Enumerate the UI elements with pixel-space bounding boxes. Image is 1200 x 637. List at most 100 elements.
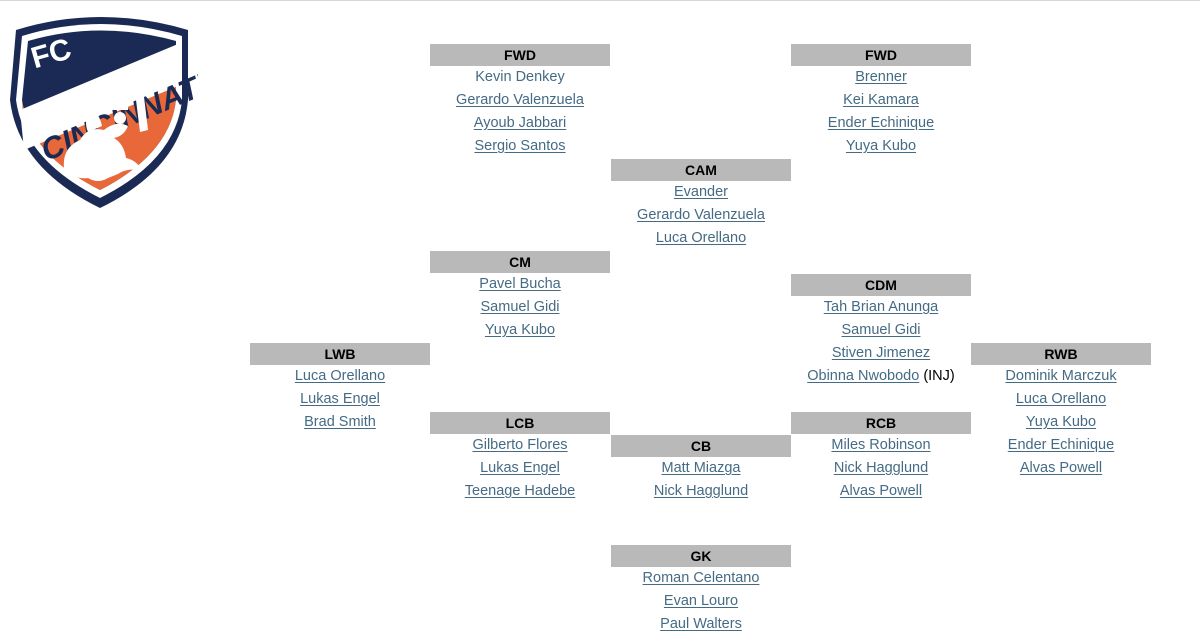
player-row: Gilberto Flores xyxy=(430,434,610,457)
position-header: LWB xyxy=(250,343,430,365)
player-row: Nick Hagglund xyxy=(791,457,971,480)
player-row: Yuya Kubo xyxy=(430,319,610,342)
position-cdm: CDM Tah Brian Anunga Samuel Gidi Stiven … xyxy=(791,274,971,388)
injury-status: (INJ) xyxy=(923,368,955,384)
player-link[interactable]: Obinna Nwobodo xyxy=(807,368,920,384)
player-link[interactable]: Gerardo Valenzuela xyxy=(637,207,765,223)
player-link[interactable]: Samuel Gidi xyxy=(841,322,921,338)
player-link[interactable]: Miles Robinson xyxy=(831,437,931,453)
position-lcb: LCB Gilberto Flores Lukas Engel Teenage … xyxy=(430,412,610,503)
player-row: Alvas Powell xyxy=(791,480,971,503)
player-link[interactable]: Roman Celentano xyxy=(642,570,760,586)
player-link[interactable]: Lukas Engel xyxy=(480,460,560,476)
player-row: Ayoub Jabbari xyxy=(430,112,610,135)
position-header: RCB xyxy=(791,412,971,434)
player-link[interactable]: Ender Echinique xyxy=(1007,437,1115,453)
player-row: Lukas Engel xyxy=(430,457,610,480)
player-link[interactable]: Samuel Gidi xyxy=(480,299,560,315)
player-link[interactable]: Ayoub Jabbari xyxy=(473,115,567,131)
player-link[interactable]: Gilberto Flores xyxy=(472,437,568,453)
player-link[interactable]: Luca Orellano xyxy=(655,230,747,246)
position-rwb: RWB Dominik Marczuk Luca Orellano Yuya K… xyxy=(971,343,1151,480)
player-link[interactable]: Gerardo Valenzuela xyxy=(456,92,584,108)
player-name: Kevin Denkey xyxy=(475,69,565,85)
player-row: Obinna Nwobodo (INJ) xyxy=(791,365,971,388)
player-link[interactable]: Lukas Engel xyxy=(300,391,380,407)
player-link[interactable]: Alvas Powell xyxy=(839,483,923,499)
position-fwd-right: FWD Brenner Kei Kamara Ender Echinique Y… xyxy=(791,44,971,158)
player-row: Evander xyxy=(611,181,791,204)
position-fwd-left: FWD Kevin Denkey Gerardo Valenzuela Ayou… xyxy=(430,44,610,158)
player-link[interactable]: Dominik Marczuk xyxy=(1005,368,1117,384)
position-header: CB xyxy=(611,435,791,457)
player-link[interactable]: Brenner xyxy=(855,69,907,85)
winged-lion-icon xyxy=(63,80,148,181)
position-header: LCB xyxy=(430,412,610,434)
position-header: RWB xyxy=(971,343,1151,365)
player-row: Paul Walters xyxy=(611,613,791,636)
player-link[interactable]: Brad Smith xyxy=(304,414,376,430)
player-row: Tah Brian Anunga xyxy=(791,296,971,319)
player-link[interactable]: Luca Orellano xyxy=(1015,391,1107,407)
player-row: Luca Orellano xyxy=(250,365,430,388)
player-link[interactable]: Matt Miazga xyxy=(661,460,741,476)
player-row: Teenage Hadebe xyxy=(430,480,610,503)
player-row: Yuya Kubo xyxy=(971,411,1151,434)
player-row: Samuel Gidi xyxy=(791,319,971,342)
player-link[interactable]: Luca Orellano xyxy=(294,368,386,384)
player-row: Alvas Powell xyxy=(971,457,1151,480)
player-row: Matt Miazga xyxy=(611,457,791,480)
player-row: Luca Orellano xyxy=(971,388,1151,411)
player-row: Roman Celentano xyxy=(611,567,791,590)
top-divider xyxy=(0,0,1200,1)
player-row: Pavel Bucha xyxy=(430,273,610,296)
position-cb: CB Matt Miazga Nick Hagglund xyxy=(611,435,791,503)
player-row: Brenner xyxy=(791,66,971,89)
player-row: Sergio Santos xyxy=(430,135,610,158)
position-header: FWD xyxy=(430,44,610,66)
player-link[interactable]: Yuya Kubo xyxy=(484,322,556,338)
player-link[interactable]: Nick Hagglund xyxy=(833,460,929,476)
player-link[interactable]: Tah Brian Anunga xyxy=(823,299,939,315)
player-row: Luca Orellano xyxy=(611,227,791,250)
player-row: Nick Hagglund xyxy=(611,480,791,503)
player-link[interactable]: Evander xyxy=(673,184,728,200)
player-link[interactable]: Alvas Powell xyxy=(1019,460,1103,476)
player-row: Ender Echinique xyxy=(971,434,1151,457)
player-row: Miles Robinson xyxy=(791,434,971,457)
player-link[interactable]: Kei Kamara xyxy=(843,92,919,108)
player-link[interactable]: Nick Hagglund xyxy=(653,483,749,499)
player-link[interactable]: Stiven Jimenez xyxy=(831,345,931,361)
player-row: Evan Louro xyxy=(611,590,791,613)
player-link[interactable]: Paul Walters xyxy=(660,616,742,632)
position-header: CM xyxy=(430,251,610,273)
player-link[interactable]: Ender Echinique xyxy=(827,115,935,131)
position-header: CDM xyxy=(791,274,971,296)
position-cm: CM Pavel Bucha Samuel Gidi Yuya Kubo xyxy=(430,251,610,342)
position-cam: CAM Evander Gerardo Valenzuela Luca Orel… xyxy=(611,159,791,250)
player-link[interactable]: Evan Louro xyxy=(663,593,739,609)
player-row: Stiven Jimenez xyxy=(791,342,971,365)
player-row: Samuel Gidi xyxy=(430,296,610,319)
player-link[interactable]: Teenage Hadebe xyxy=(464,483,576,499)
player-row: Lukas Engel xyxy=(250,388,430,411)
player-row: Kei Kamara xyxy=(791,89,971,112)
position-rcb: RCB Miles Robinson Nick Hagglund Alvas P… xyxy=(791,412,971,503)
player-row: Yuya Kubo xyxy=(791,135,971,158)
player-link[interactable]: Yuya Kubo xyxy=(1025,414,1097,430)
player-row: Brad Smith xyxy=(250,411,430,434)
position-header: FWD xyxy=(791,44,971,66)
player-link[interactable]: Yuya Kubo xyxy=(845,138,917,154)
position-header: CAM xyxy=(611,159,791,181)
player-link[interactable]: Pavel Bucha xyxy=(479,276,561,292)
player-row: Kevin Denkey xyxy=(430,66,610,89)
position-header: GK xyxy=(611,545,791,567)
fc-cincinnati-logo: FC CINCINNATI xyxy=(2,8,198,212)
position-lwb: LWB Luca Orellano Lukas Engel Brad Smith xyxy=(250,343,430,434)
player-link[interactable]: Sergio Santos xyxy=(474,138,566,154)
position-gk: GK Roman Celentano Evan Louro Paul Walte… xyxy=(611,545,791,636)
team-crest-icon: FC CINCINNATI xyxy=(10,17,198,208)
player-row: Gerardo Valenzuela xyxy=(611,204,791,227)
player-row: Ender Echinique xyxy=(791,112,971,135)
player-row: Gerardo Valenzuela xyxy=(430,89,610,112)
